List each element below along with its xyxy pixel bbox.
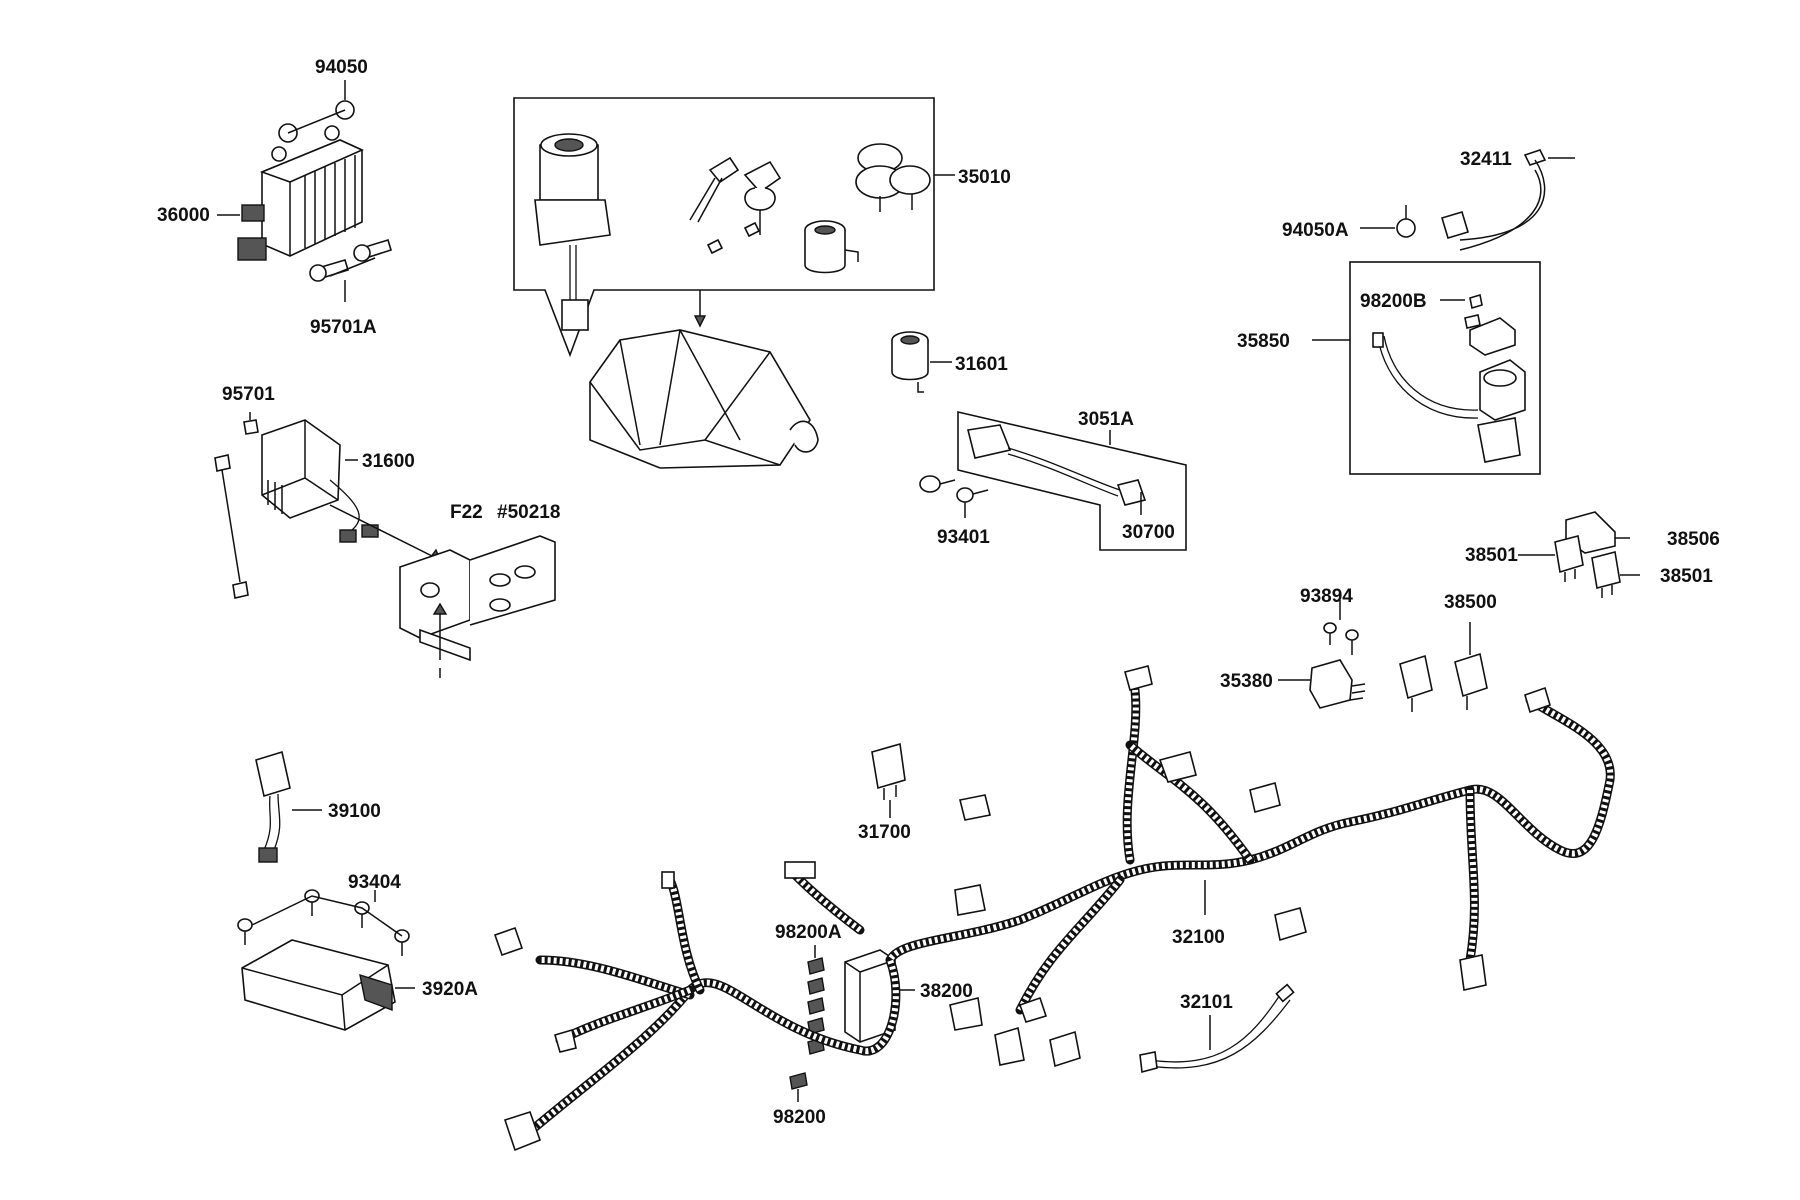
part-98200A-fuses — [807, 945, 825, 1055]
label-93894: 93894 — [1300, 586, 1353, 607]
label-94050: 94050 — [315, 57, 368, 78]
part-94050A-nut — [1360, 205, 1416, 238]
label-31601: 31601 — [955, 354, 1008, 375]
part-32101-harness — [1139, 983, 1295, 1074]
label-35380: 35380 — [1220, 671, 1273, 692]
label-98200A: 98200A — [775, 922, 842, 943]
part-3920A-ecu — [241, 939, 415, 1031]
seat-lock-cylinder — [804, 220, 859, 274]
part-93401-screws — [919, 475, 989, 518]
part-31700-relay — [871, 742, 906, 818]
small-screws — [706, 221, 761, 255]
label-35850: 35850 — [1237, 331, 1290, 352]
label-98200B: 98200B — [1360, 291, 1427, 312]
part-32100-harness — [493, 665, 1615, 1152]
label-38200: 38200 — [920, 981, 973, 1002]
part-38500-relays — [1399, 622, 1488, 712]
label-32100: 32100 — [1172, 927, 1225, 948]
part-94050-nuts — [278, 80, 355, 143]
part-35380-sensor — [1278, 659, 1366, 709]
label-31700: 31700 — [858, 822, 911, 843]
part-32411-cable — [1441, 149, 1575, 251]
part-95701-bolts — [214, 412, 259, 599]
usb-charger — [967, 424, 1147, 515]
label-95701: 95701 — [222, 384, 275, 405]
label-32411: 32411 — [1460, 149, 1512, 170]
part-39100-relay — [255, 750, 322, 863]
label-35010: 35010 — [958, 167, 1011, 188]
label-38501-b: 38501 — [1660, 566, 1713, 587]
part-95701A-bolts — [309, 238, 392, 302]
part-31600-regulator — [261, 419, 442, 561]
label-F22: F22 — [450, 502, 483, 523]
part-38501-relays — [1518, 535, 1640, 598]
label-50218: #50218 — [497, 502, 560, 523]
part-3051A-box — [957, 410, 1187, 551]
part-98200-fuse — [789, 1072, 808, 1102]
label-3051A: 3051A — [1078, 409, 1134, 430]
part-36000-unit — [237, 125, 364, 261]
f22-bracket — [399, 535, 556, 678]
label-32101: 32101 — [1180, 992, 1233, 1013]
label-38501-a: 38501 — [1465, 545, 1518, 566]
label-98200: 98200 — [773, 1107, 826, 1128]
keys — [689, 156, 782, 235]
part-93404-screws — [237, 889, 410, 956]
part-35850-box — [1312, 261, 1541, 475]
starter-relay — [1372, 293, 1526, 463]
fuel-cap-locks — [855, 143, 931, 212]
label-30700: 30700 — [1122, 522, 1175, 543]
label-36000: 36000 — [157, 205, 210, 226]
label-94050A: 94050A — [1282, 220, 1349, 241]
label-38506: 38506 — [1667, 529, 1720, 550]
ignition-switch — [534, 133, 611, 331]
label-93404: 93404 — [348, 872, 401, 893]
part-38200-fusebox — [844, 949, 915, 1043]
part-31601-socket — [891, 331, 952, 393]
label-39100: 39100 — [328, 801, 381, 822]
handlebar-cover — [589, 329, 819, 469]
label-31600: 31600 — [362, 451, 415, 472]
label-93401: 93401 — [937, 527, 990, 548]
label-3920A: 3920A — [422, 979, 478, 1000]
part-93894-screws — [1323, 600, 1359, 655]
label-38500: 38500 — [1444, 592, 1497, 613]
label-95701A: 95701A — [310, 317, 377, 338]
